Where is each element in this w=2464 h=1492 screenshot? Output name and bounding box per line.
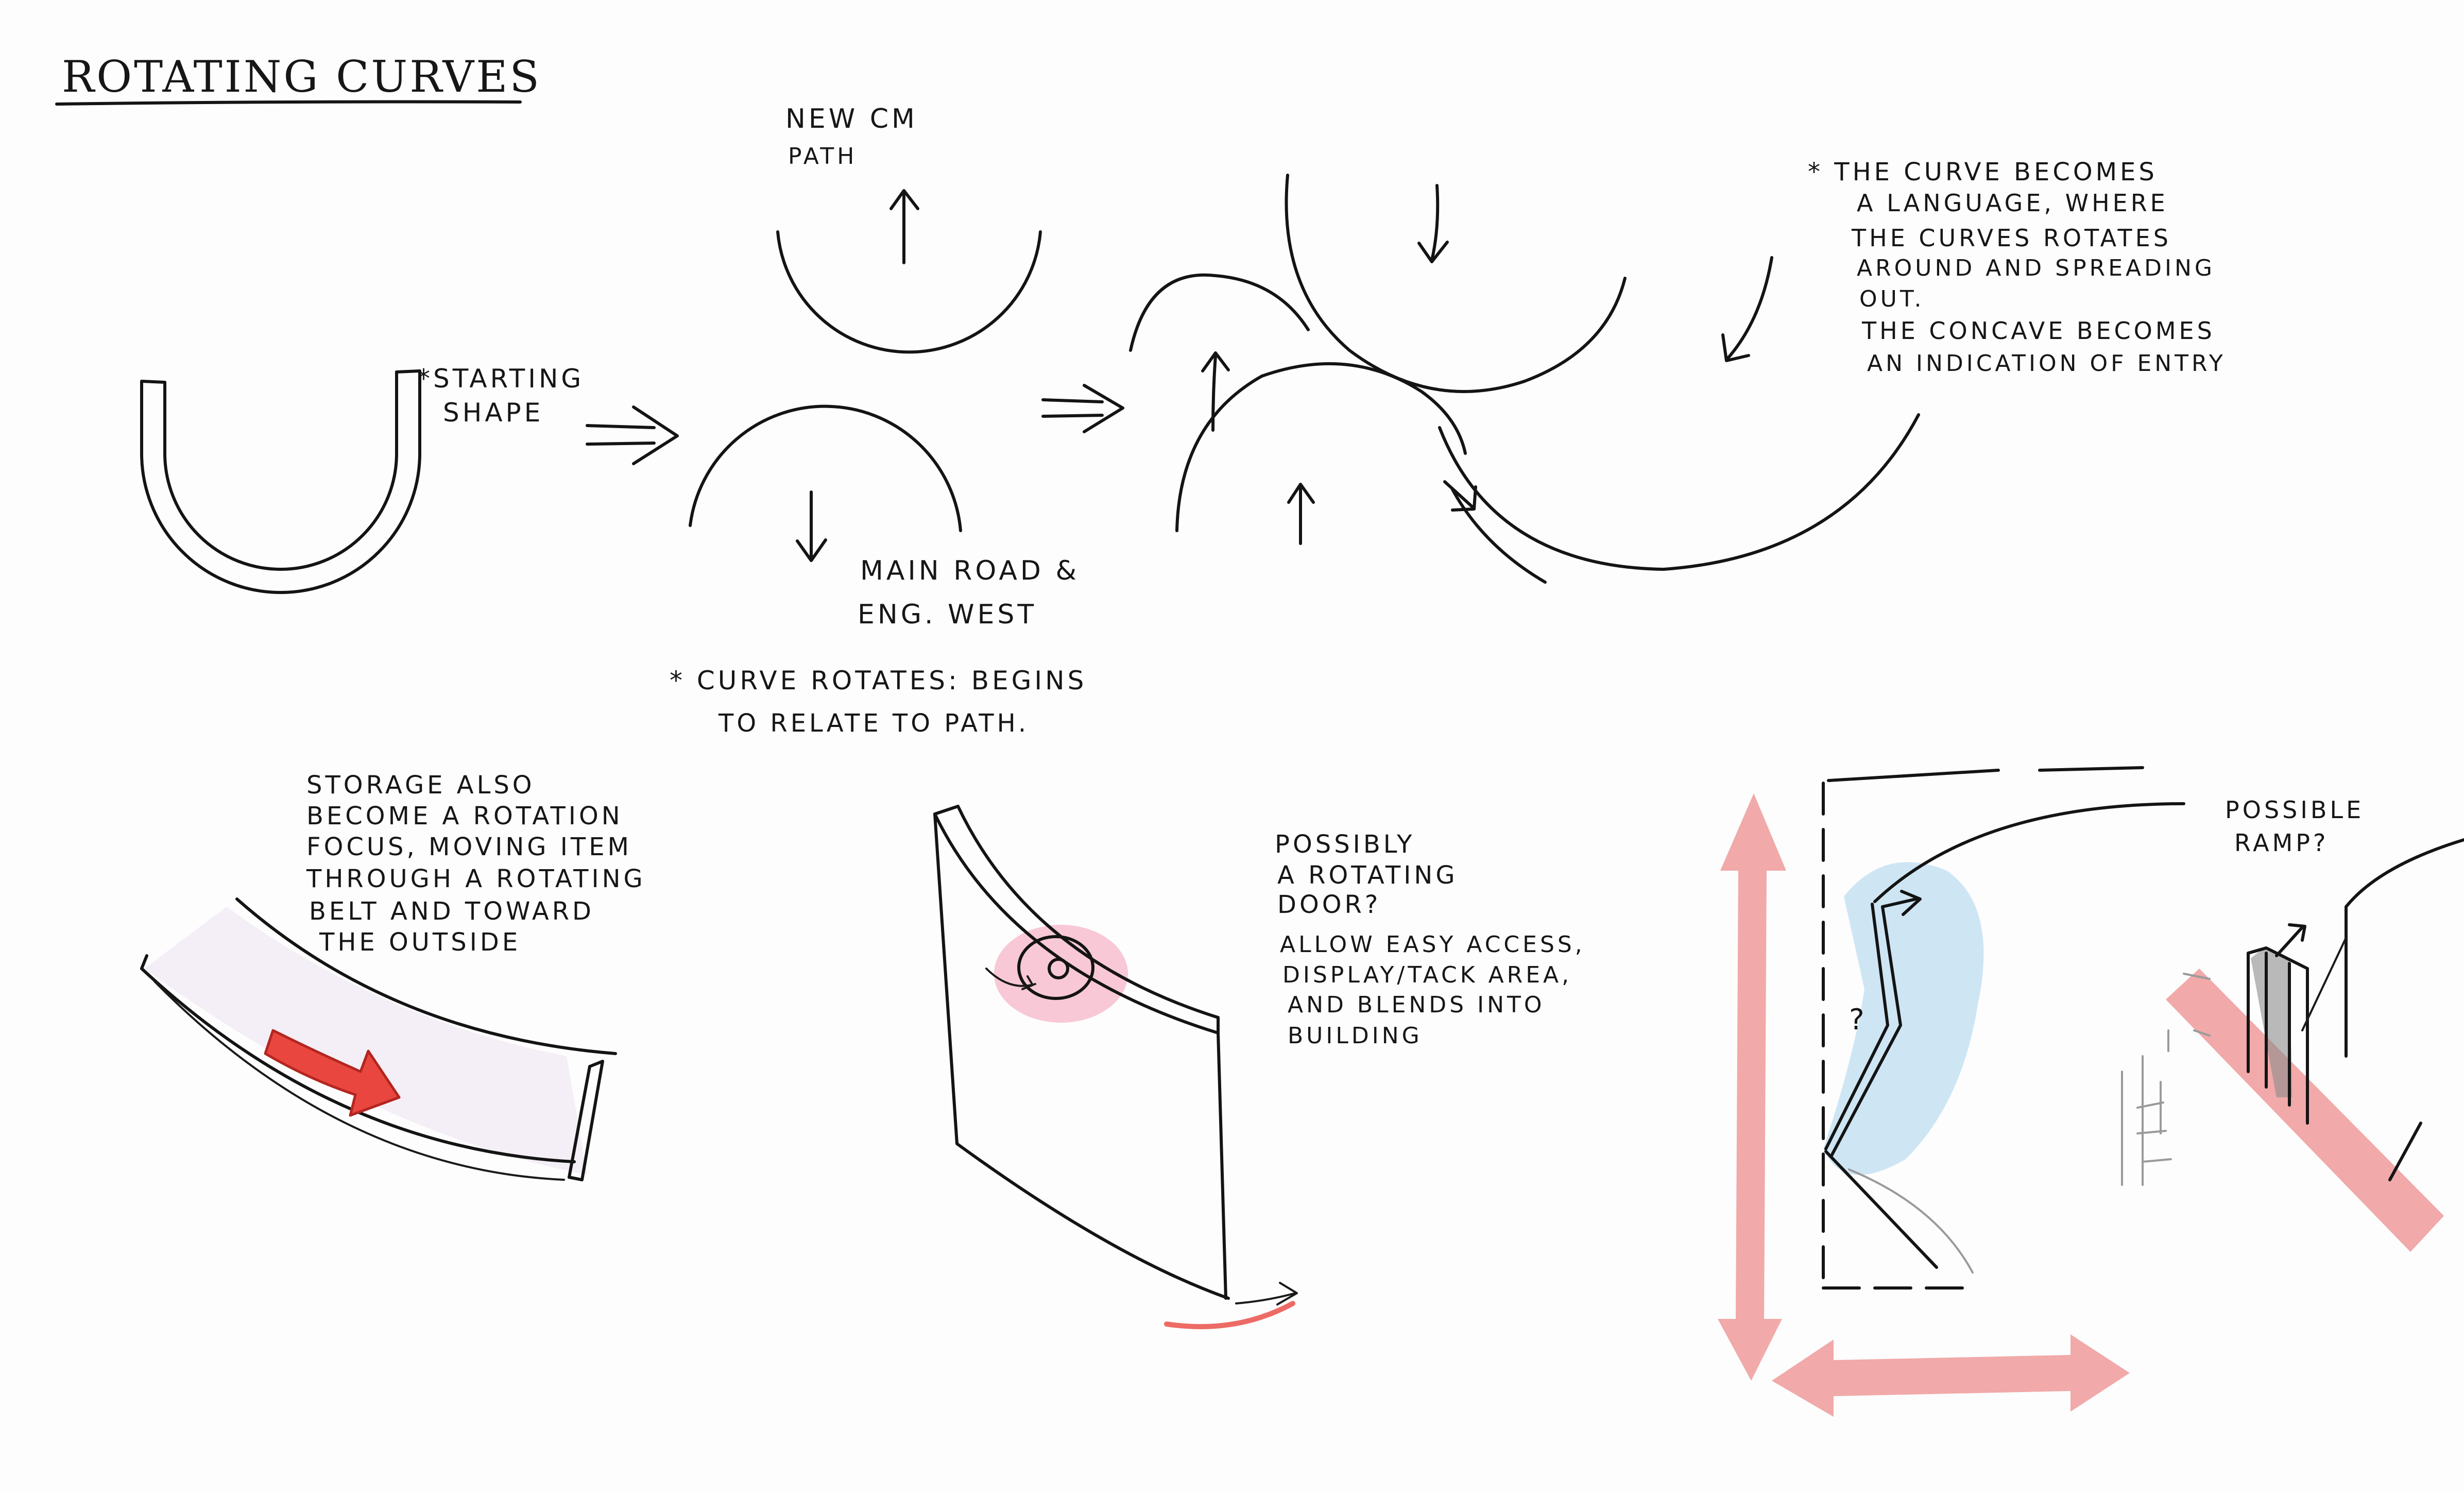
storage-line-1: STORAGE ALSO (306, 771, 535, 800)
language-line-3: THE CURVES ROTATES (1851, 224, 2171, 252)
main-road-label: MAIN ROAD & ENG. WEST (858, 555, 1080, 630)
down-arrow (797, 492, 826, 561)
storage-line-2: BECOME A ROTATION (306, 802, 623, 830)
plan-question-mark: ? (1849, 1003, 1868, 1037)
starting-shape-line-1: *STARTING (417, 364, 584, 394)
rotating-curve-pair (690, 191, 1040, 561)
access-line-3: AND BLENDS INTO (1288, 992, 1545, 1018)
top-curve (1287, 175, 1625, 392)
storage-line-5: BELT AND TOWARD (309, 897, 594, 926)
possible-ramp-note: POSSIBLE RAMP? (2225, 796, 2364, 857)
starting-shape-label: *STARTING SHAPE (417, 364, 584, 428)
lower-curve (690, 406, 961, 531)
language-line-6: THE CONCAVE BECOMES (1861, 317, 2215, 345)
pink-pivot-highlight (994, 925, 1128, 1023)
language-line-7: AN INDICATION OF ENTRY (1867, 350, 2226, 377)
door-line-2: A ROTATING (1277, 861, 1458, 890)
middle-curve (1177, 364, 1465, 531)
rotating-door-sketch (935, 806, 1297, 1327)
starting-shape (142, 371, 420, 592)
door-line-3: DOOR? (1277, 890, 1381, 919)
upper-curve (778, 232, 1040, 352)
access-line-2: DISPLAY/TACK AREA, (1282, 962, 1572, 988)
new-cm-line-1: NEW CM (785, 104, 918, 134)
up-arrow-bottom (1289, 484, 1313, 544)
curve-language-cluster (1131, 175, 1919, 582)
diagonal-pink-band (2166, 969, 2444, 1252)
language-line-2: A LANGUAGE, WHERE (1857, 189, 2168, 217)
title-underline (57, 102, 520, 105)
storage-note: STORAGE ALSO BECOME A ROTATION FOCUS, MO… (306, 771, 646, 957)
rotating-door-note: POSSIBLY A ROTATING DOOR? ALLOW EASY ACC… (1275, 830, 1585, 1049)
transition-arrow-1 (587, 407, 677, 464)
horizontal-pink-arrow (1772, 1334, 2130, 1417)
access-line-4: BUILDING (1288, 1023, 1423, 1049)
access-line-1: ALLOW EASY ACCESS, (1280, 931, 1585, 958)
ramp-line-1: POSSIBLE (2225, 796, 2364, 824)
page-title: ROTATING CURVES (62, 52, 541, 102)
new-cm-path-label: NEW CM PATH (785, 104, 918, 169)
main-road-line-1: MAIN ROAD & (860, 555, 1080, 586)
language-line-1: * THE CURVE BECOMES (1808, 158, 2158, 186)
down-arrow-top (1419, 185, 1447, 262)
language-line-4: AROUND AND SPREADING (1857, 255, 2215, 281)
up-arrow-small (1203, 353, 1228, 430)
language-line-5: OUT. (1859, 286, 1924, 312)
small-left-curve (1131, 275, 1308, 350)
up-arrow (891, 191, 918, 263)
entry-plan-sketch: ? (1718, 768, 2464, 1417)
door-line-1: POSSIBLY (1275, 830, 1415, 859)
transition-arrow-2 (1043, 385, 1123, 432)
curved-arrow-right (1723, 258, 1772, 361)
new-cm-line-2: PATH (788, 143, 857, 169)
curve-rotates-line-2: TO RELATE TO PATH. (718, 709, 1029, 738)
curve-language-note: * THE CURVE BECOMES A LANGUAGE, WHERE TH… (1808, 158, 2226, 377)
storage-line-4: THROUGH A ROTATING (306, 864, 646, 893)
storage-line-6: THE OUTSIDE (319, 928, 521, 957)
vertical-pink-arrow (1718, 793, 1786, 1381)
large-right-curve (1440, 415, 1919, 569)
storage-line-3: FOCUS, MOVING ITEM (306, 833, 632, 861)
ramp-line-2: RAMP? (2234, 829, 2329, 857)
main-road-line-2: ENG. WEST (858, 599, 1037, 630)
starting-shape-line-2: SHAPE (443, 398, 543, 428)
curve-rotates-note: * CURVE ROTATES: BEGINS TO RELATE TO PAT… (670, 666, 1087, 738)
curve-rotates-line-1: * CURVE ROTATES: BEGINS (670, 666, 1087, 696)
